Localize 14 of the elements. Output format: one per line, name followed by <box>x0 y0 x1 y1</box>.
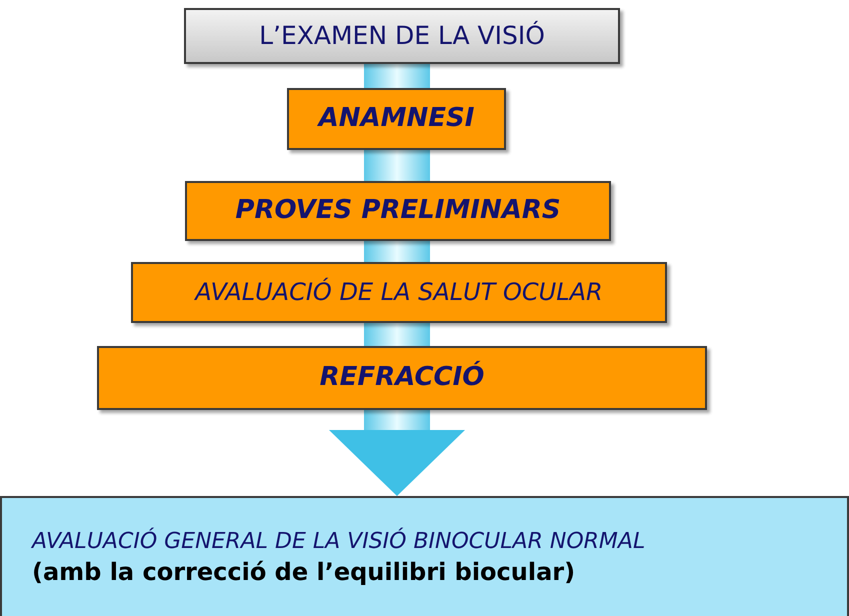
process-box <box>97 346 707 410</box>
arrow <box>329 410 465 496</box>
node-text: AVALUACIÓ GENERAL DE LA VISIÓ BINOCULAR NORMAL <box>32 528 646 556</box>
node-text: (amb la correcció de l’equilibri biocular) <box>32 556 576 588</box>
node-text: AVALUACIÓ DE LA SALUT OCULAR <box>195 276 603 308</box>
result-box <box>0 496 849 616</box>
title-box <box>184 8 620 64</box>
node-text: PROVES PRELIMINARS <box>235 194 561 228</box>
process-box <box>287 88 506 150</box>
node-text: REFRACCIÓ <box>320 361 484 394</box>
process-box <box>185 181 611 241</box>
process-box <box>131 262 667 323</box>
node-text: ANAMNESI <box>318 102 474 136</box>
node-text: L’EXAMEN DE LA VISIÓ <box>259 20 545 52</box>
